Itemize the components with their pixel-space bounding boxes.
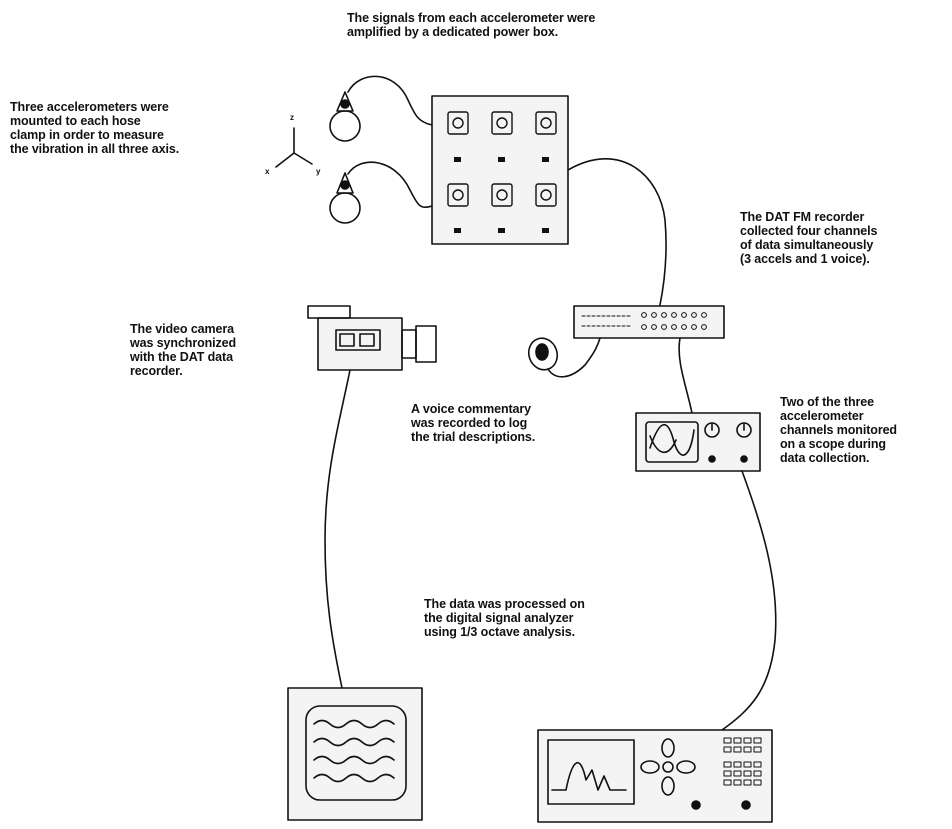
caption-scope: Two of the three accelerometer channels … <box>780 395 897 465</box>
axis-label-z: z <box>290 113 294 122</box>
cable-scope-analyzer <box>721 470 777 731</box>
power-box <box>431 95 569 245</box>
video-camera <box>307 305 437 371</box>
cable-mic-dat <box>547 337 601 378</box>
caption-power-box: The signals from each accelerometer were… <box>347 11 596 39</box>
caption-dat-recorder: The DAT FM recorder collected four chann… <box>740 210 878 266</box>
video-monitor <box>287 687 423 821</box>
oscilloscope <box>635 412 761 472</box>
caption-accelerometers: Three accelerometers were mounted to eac… <box>10 100 180 156</box>
cable-powerbox-dat <box>567 158 667 306</box>
cable-accel-upper <box>347 75 433 126</box>
accelerometer-clamp-lower <box>329 172 361 224</box>
microphone <box>527 337 559 371</box>
dat-recorder <box>573 305 725 339</box>
cable-camera-monitor <box>324 369 351 689</box>
signal-analyzer <box>537 729 773 823</box>
xyz-axis-triad <box>275 127 313 168</box>
caption-analyzer: The data was processed on the digital si… <box>424 597 585 639</box>
accelerometer-clamp-upper <box>329 91 361 142</box>
axis-label-x: x <box>265 167 270 176</box>
cable-dat-scope <box>678 337 693 414</box>
axis-label-y: y <box>316 167 321 176</box>
caption-video-camera: The video camera was synchronized with t… <box>130 322 237 378</box>
caption-voice: A voice commentary was recorded to log t… <box>411 402 536 444</box>
cable-accel-lower <box>347 161 433 209</box>
